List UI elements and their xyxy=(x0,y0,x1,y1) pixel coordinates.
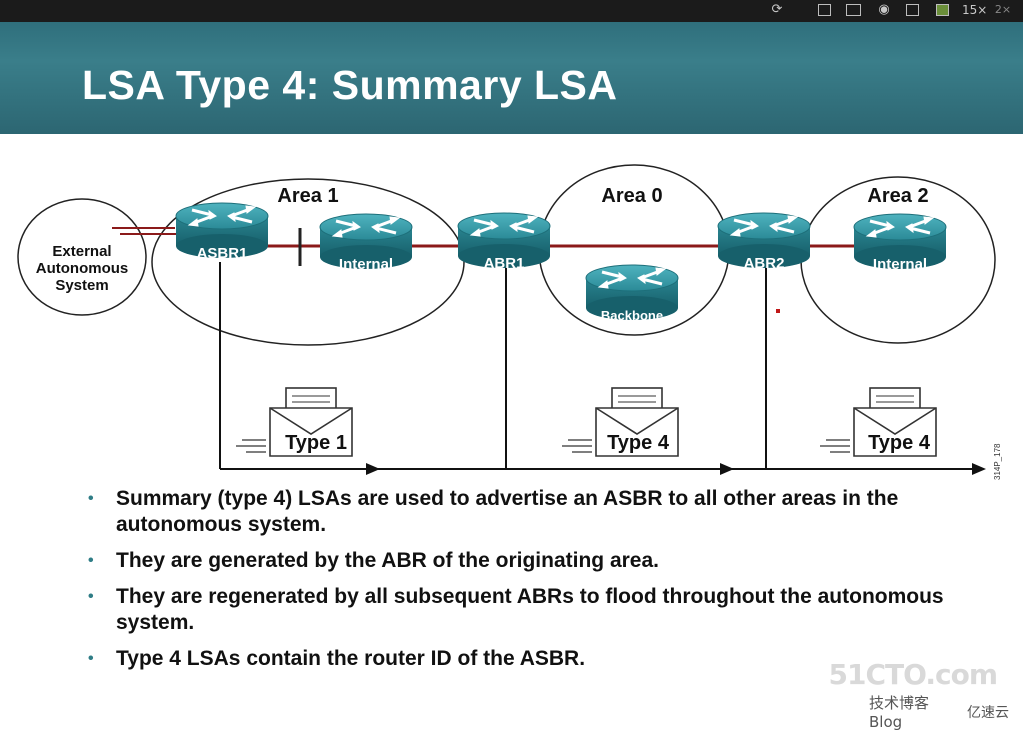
bullet-item: • They are generated by the ABR of the o… xyxy=(88,548,968,574)
watermark-sub: 技术博客 Blog xyxy=(869,694,930,731)
lsa-flood-lines xyxy=(219,262,980,470)
router-label-abr2: ABR2 xyxy=(744,255,785,272)
external-as-line1: External xyxy=(52,243,111,260)
watermark-site: 51CTO.com xyxy=(828,658,998,691)
lsa-label-3: Type 4 xyxy=(868,432,931,454)
watermark-logo: 亿速云 xyxy=(967,705,1009,721)
bullet-item: • Summary (type 4) LSAs are used to adve… xyxy=(88,486,968,538)
slide-header xyxy=(0,22,1023,134)
settings-icon[interactable] xyxy=(846,4,861,16)
bullet-list: • Summary (type 4) LSAs are used to adve… xyxy=(88,486,968,682)
router-label-internal1: Internal xyxy=(339,256,393,273)
router-label-backbone: Backbone xyxy=(601,308,663,323)
bullet-text: Type 4 LSAs contain the router ID of the… xyxy=(116,647,586,670)
camera-icon[interactable]: ◉ xyxy=(878,2,890,17)
lsa-label-1: Type 1 xyxy=(285,432,347,454)
bullet-dot-icon: • xyxy=(88,490,94,507)
watermark: 51CTO.com 技术博客 Blog 亿速云 xyxy=(829,658,1009,731)
external-as-line2: Autonomous xyxy=(36,260,128,277)
external-as-boundary xyxy=(17,198,147,316)
bullet-text: They are regenerated by all subsequent A… xyxy=(116,585,944,634)
router-label-asbr1: ASBR1 xyxy=(197,245,248,262)
bullet-dot-icon: • xyxy=(88,650,94,667)
zoom-level-alt[interactable]: 2× xyxy=(994,3,1012,16)
bullet-dot-icon: • xyxy=(88,552,94,569)
router-label-internal2: Internal xyxy=(873,256,927,273)
bullet-text: They are generated by the ABR of the ori… xyxy=(116,549,659,572)
refresh-icon[interactable]: ⟳ xyxy=(771,2,783,17)
marker-dot xyxy=(776,309,780,313)
image-icon[interactable] xyxy=(936,4,949,16)
network-diagram: ASBR1 Internal ABR1 Backbone ABR2 Intern… xyxy=(17,164,1002,480)
flow-arrowheads xyxy=(366,463,986,475)
bullet-item: • Type 4 LSAs contain the router ID of t… xyxy=(88,646,968,672)
slide-title: LSA Type 4: Summary LSA xyxy=(82,62,618,108)
figure-code: 314P_178 xyxy=(993,443,1002,480)
lsa-label-2: Type 4 xyxy=(607,432,670,454)
bullet-text: Summary (type 4) LSAs are used to advert… xyxy=(116,487,899,536)
window-icon[interactable] xyxy=(818,4,831,16)
external-as-line3: System xyxy=(55,277,108,294)
area-label-1: Area 1 xyxy=(277,185,338,207)
router-label-abr1: ABR1 xyxy=(484,255,525,272)
layout-icon[interactable] xyxy=(906,4,919,16)
zoom-level[interactable]: 15× xyxy=(962,3,988,17)
area-1-boundary xyxy=(151,178,465,346)
viewer-toolbar: ⟳ ◉ 15× 2× xyxy=(0,0,1023,22)
area-label-2: Area 2 xyxy=(867,185,928,207)
bullet-dot-icon: • xyxy=(88,588,94,605)
area-label-0: Area 0 xyxy=(601,185,662,207)
bullet-item: • They are regenerated by all subsequent… xyxy=(88,584,968,636)
